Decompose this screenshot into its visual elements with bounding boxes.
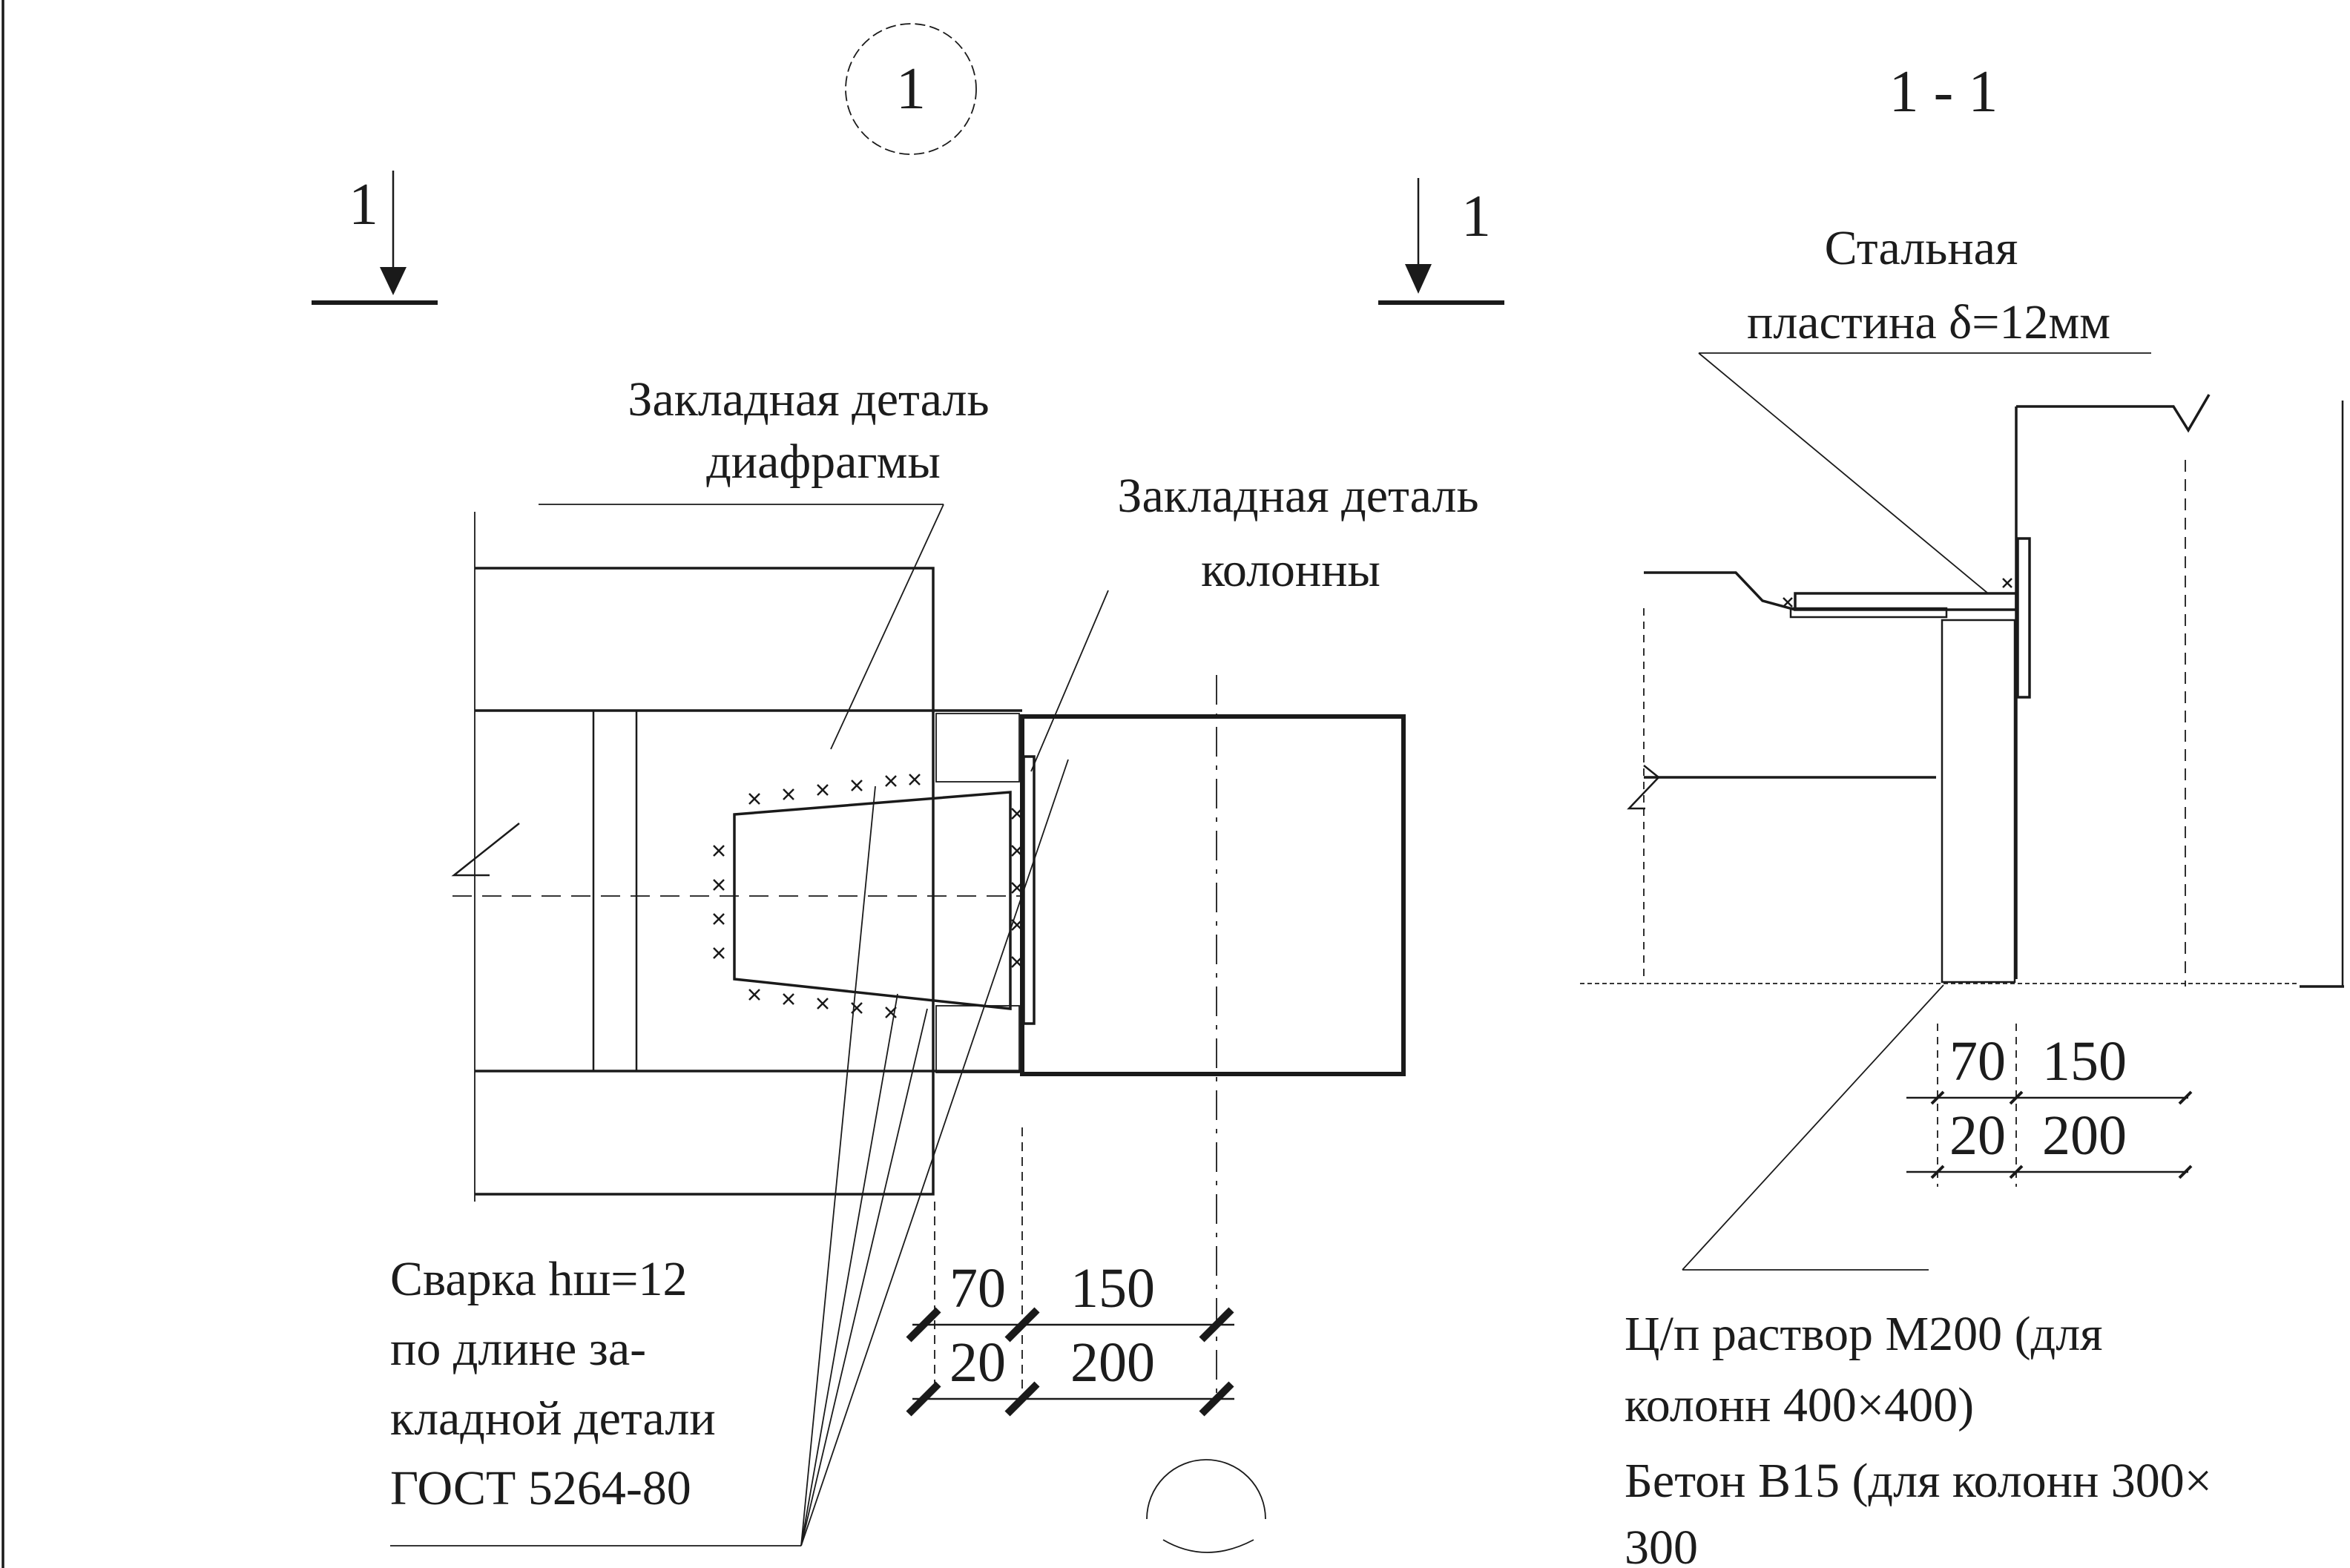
label-steel-plate: Стальная пластина δ=12мм <box>1698 221 2151 594</box>
svg-text:300: 300 <box>1625 1521 1698 1568</box>
node-marker: 1 <box>845 23 977 155</box>
dimension-section-top: 70 150 <box>1906 1024 2188 1187</box>
section-mark-left: 1 <box>349 172 378 237</box>
svg-text:200: 200 <box>1070 1331 1155 1394</box>
svg-text:Закладная деталь: Закладная деталь <box>1117 469 1478 523</box>
label-column-part: Закладная деталь колонны <box>1030 469 1479 772</box>
section-cut-right: 1 <box>1378 178 1504 305</box>
svg-text:150: 150 <box>2042 1030 2127 1093</box>
svg-text:70: 70 <box>1949 1030 2006 1093</box>
svg-text:кладной детали: кладной детали <box>390 1391 716 1446</box>
break-mark-left <box>451 823 520 877</box>
diaphragm-embedded-part <box>713 774 1023 1018</box>
label-weld-note: Сварка hш=12 по длине за- кладной детали… <box>390 759 1069 1546</box>
dimension-plan-bottom: 20 200 <box>912 1331 1234 1399</box>
grout-pocket-bottom <box>935 1005 1020 1073</box>
label-mortar-note: Ц/п раствор М200 (для колонн 400×400) Бе… <box>1625 984 2212 1568</box>
diaphragm-elevation <box>1580 571 2300 984</box>
grout-section <box>1941 619 2016 984</box>
svg-text:150: 150 <box>1070 1257 1155 1320</box>
svg-text:колонн 400×400): колонн 400×400) <box>1625 1378 1974 1432</box>
svg-text:диафрагмы: диафрагмы <box>706 435 941 489</box>
section-cut-left: 1 <box>312 171 438 305</box>
svg-text:ГОСТ 5264-80: ГОСТ 5264-80 <box>390 1461 691 1515</box>
diaphragm-panel <box>474 512 1022 1202</box>
label-diaphragm-part: Закладная деталь диафрагмы <box>539 372 990 750</box>
svg-text:Закладная деталь: Закладная деталь <box>628 372 989 426</box>
svg-text:колонны: колонны <box>1201 543 1380 597</box>
section-title: 1 - 1 <box>1889 59 1998 125</box>
svg-text:Стальная: Стальная <box>1825 221 2018 275</box>
grout-pocket-top <box>935 713 1020 783</box>
svg-text:пластина δ=12мм: пластина δ=12мм <box>1747 295 2110 349</box>
svg-text:Сварка hш=12: Сварка hш=12 <box>390 1252 688 1306</box>
steel-plate-section <box>1783 537 2031 699</box>
svg-text:Бетон В15 (для колонн 300×: Бетон В15 (для колонн 300× <box>1625 1454 2212 1508</box>
lower-node-marker <box>1146 1459 1266 1520</box>
dimension-plan-top: 70 150 <box>912 1257 1234 1325</box>
svg-text:70: 70 <box>949 1257 1006 1320</box>
dimension-section-bottom: 20 200 <box>1906 1104 2188 1172</box>
node-marker-label: 1 <box>896 56 926 122</box>
section-mark-right: 1 <box>1461 184 1491 249</box>
svg-text:200: 200 <box>2042 1104 2127 1167</box>
svg-text:Ц/п раствор М200 (для: Ц/п раствор М200 (для <box>1625 1307 2103 1361</box>
svg-text:по длине за-: по длине за- <box>390 1322 646 1376</box>
column-embedded-plate <box>1022 755 1036 1025</box>
column-section <box>1020 714 1406 1076</box>
svg-text:20: 20 <box>1949 1104 2006 1167</box>
svg-text:20: 20 <box>949 1331 1006 1394</box>
column-elevation <box>2015 394 2344 988</box>
